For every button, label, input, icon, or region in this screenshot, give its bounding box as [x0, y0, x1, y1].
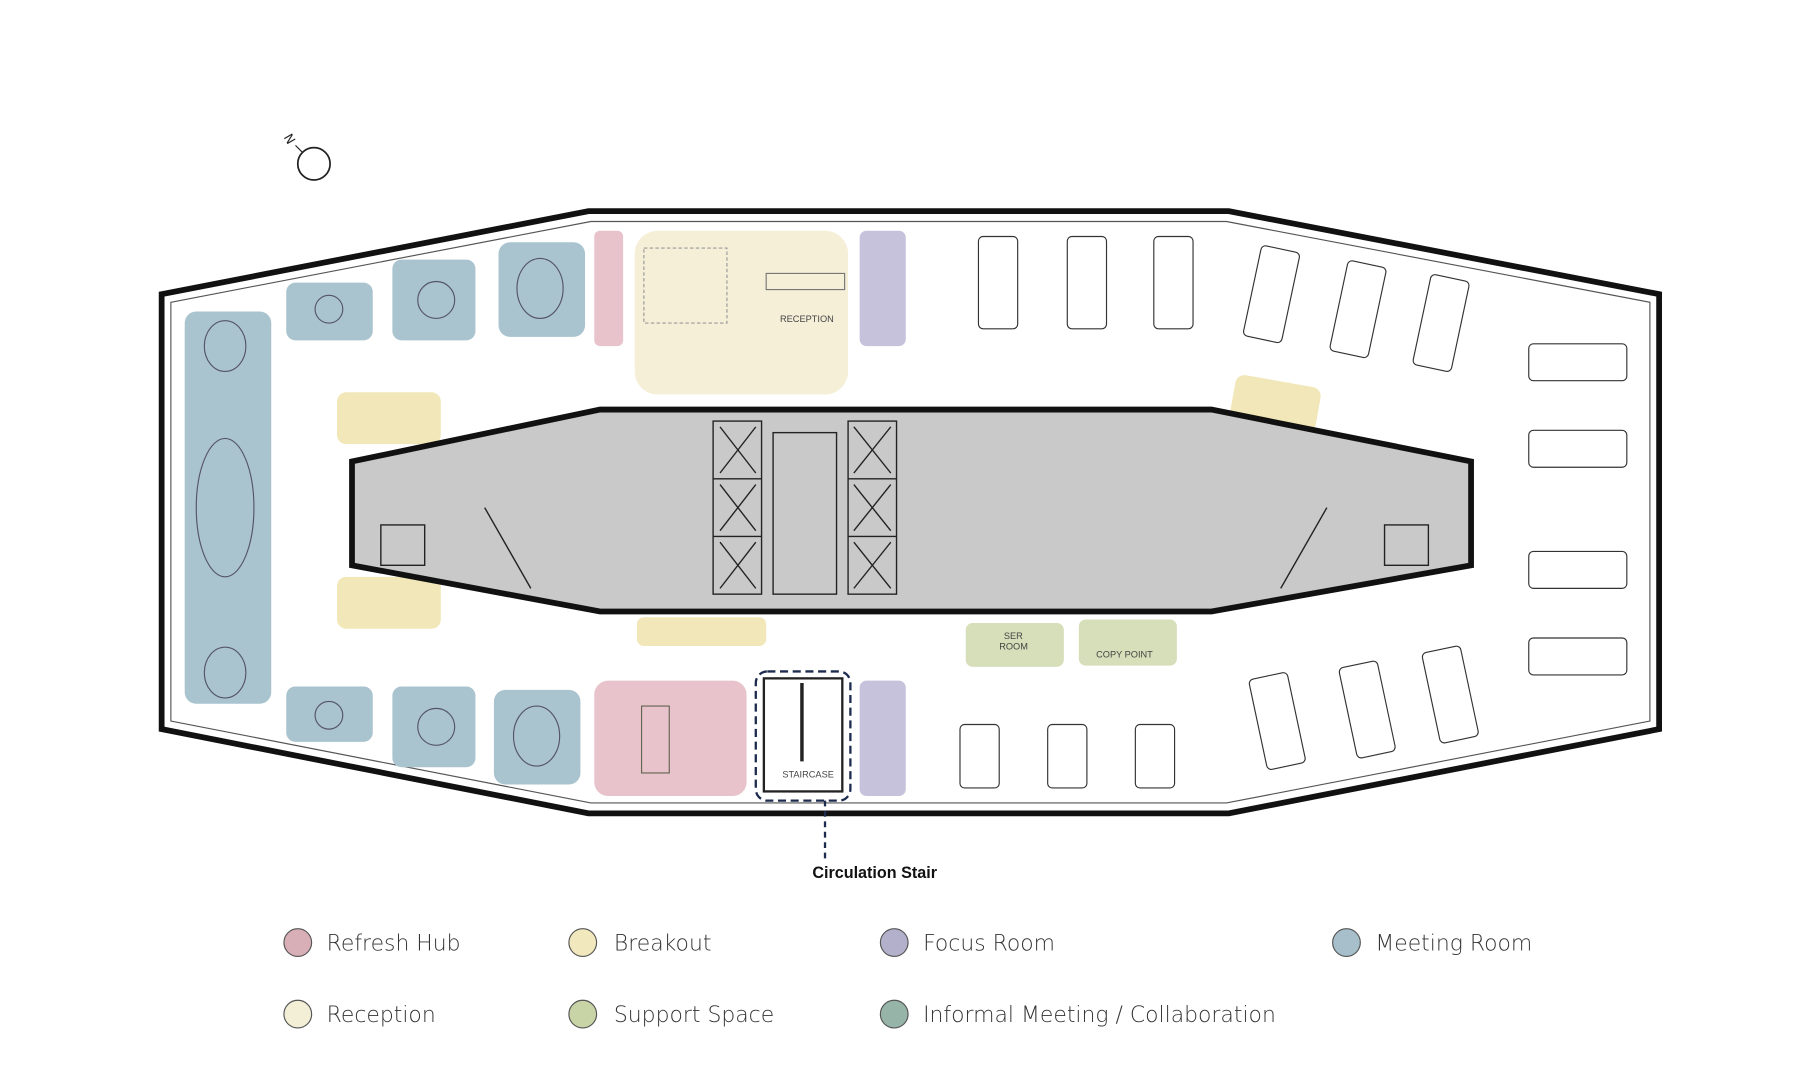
svg-text:Informal Meeting / Collaborati: Informal Meeting / Collaboration — [923, 1003, 1276, 1028]
meeting-rooms — [184, 242, 586, 785]
legend-item-support-space: Support Space — [568, 999, 774, 1029]
legend-item-reception: Reception — [283, 999, 436, 1029]
circulation-stair-callout: Circulation Stair — [812, 864, 937, 882]
legend-item-meeting-room: Meeting Room — [1332, 928, 1532, 957]
svg-text:Support Space: Support Space — [614, 1003, 774, 1028]
circulation-stair — [754, 670, 852, 802]
svg-text:Reception: Reception — [327, 1003, 436, 1028]
breakout-area — [337, 576, 441, 629]
legend-item-breakout: Breakout — [568, 928, 712, 957]
meeting-room — [493, 689, 581, 785]
refresh-hub — [594, 230, 624, 347]
svg-text:Meeting Room: Meeting Room — [1375, 932, 1532, 957]
meeting-room — [392, 259, 476, 341]
legend-item-refresh-hub: Refresh Hub — [283, 928, 461, 957]
legend: Refresh Hub Breakout Focus Room Meeting … — [283, 928, 1532, 1029]
breakout-area — [636, 617, 767, 647]
reception-area — [634, 230, 849, 395]
open-plan-desks — [959, 235, 1628, 789]
building-core — [349, 406, 1474, 615]
meeting-room — [392, 686, 476, 768]
north-label: N — [281, 131, 299, 147]
copy-point — [1078, 619, 1177, 666]
legend-item-focus-room: Focus Room — [879, 928, 1055, 957]
ser-room-label-1: SER — [1004, 631, 1023, 641]
meeting-room — [286, 282, 373, 341]
copy-point-label: COPY POINT — [1096, 650, 1153, 660]
legend-item-informal-meeting: Informal Meeting / Collaboration — [879, 999, 1276, 1029]
refresh-hub — [594, 680, 747, 797]
focus-room — [859, 680, 906, 797]
svg-text:Breakout: Breakout — [614, 932, 712, 957]
meeting-room — [184, 311, 272, 704]
north-arrow-icon: N — [281, 131, 331, 181]
svg-text:Refresh Hub: Refresh Hub — [327, 932, 461, 957]
meeting-room — [286, 686, 373, 742]
svg-text:Focus Room: Focus Room — [923, 932, 1055, 957]
lift-shafts — [380, 420, 1430, 595]
reception-label: RECEPTION — [780, 314, 834, 324]
breakout-area — [337, 392, 441, 445]
ser-room — [965, 622, 1064, 667]
staircase-label: STAIRCASE — [782, 770, 834, 780]
ser-room-label-2: ROOM — [999, 642, 1028, 652]
focus-room — [859, 230, 906, 347]
meeting-room — [498, 242, 586, 337]
